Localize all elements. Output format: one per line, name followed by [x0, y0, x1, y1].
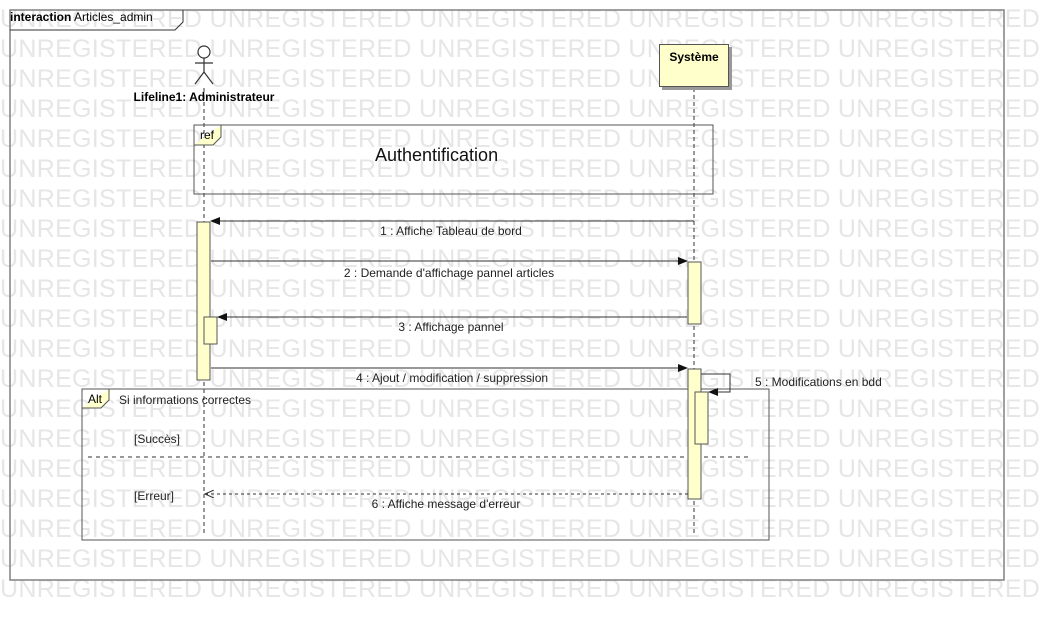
message-5-label: 5 : Modifications en bdd: [755, 375, 882, 389]
ref-title: Authentification: [375, 145, 499, 165]
watermark-row: UNREGISTERED UNREGISTERED UNREGISTERED U…: [0, 485, 1045, 513]
watermark-row: UNREGISTERED UNREGISTERED UNREGISTERED U…: [0, 35, 1045, 63]
watermark-row: UNREGISTERED UNREGISTERED UNREGISTERED U…: [0, 335, 1045, 363]
admin-lifeline-label: Lifeline1: Administrateur: [133, 90, 275, 104]
watermark-row: UNREGISTERED UNREGISTERED UNREGISTERED U…: [0, 425, 1045, 453]
actor-icon: [194, 45, 214, 85]
system-activation-1: [687, 261, 702, 325]
guard-success: [Succès]: [134, 432, 181, 446]
watermark-row: UNREGISTERED UNREGISTERED UNREGISTERED U…: [0, 125, 1045, 153]
admin-activation: [196, 221, 211, 381]
watermark-row: UNREGISTERED UNREGISTERED UNREGISTERED U…: [0, 275, 1045, 303]
message-1-label: 1 : Affiche Tableau de bord: [380, 224, 522, 238]
watermark-row: UNREGISTERED UNREGISTERED UNREGISTERED U…: [0, 545, 1045, 573]
frame-name: Articles_admin: [74, 10, 153, 24]
frame-title: interaction Articles_admin: [10, 10, 153, 24]
system-lifeline-label: Système: [669, 50, 719, 64]
alt-tag-label: Alt: [88, 392, 103, 406]
watermark-row: UNREGISTERED UNREGISTERED UNREGISTERED U…: [0, 215, 1045, 243]
watermark-row: UNREGISTERED UNREGISTERED UNREGISTERED U…: [0, 185, 1045, 213]
watermark-row: UNREGISTERED UNREGISTERED UNREGISTERED U…: [0, 455, 1045, 483]
interaction-frame: [9, 9, 1005, 581]
watermark-row: UNREGISTERED UNREGISTERED UNREGISTERED U…: [0, 515, 1045, 543]
watermark-row: UNREGISTERED UNREGISTERED UNREGISTERED U…: [0, 65, 1045, 93]
ref-fragment: [193, 124, 714, 195]
alt-fragment: [81, 388, 770, 541]
watermark-row: UNREGISTERED UNREGISTERED UNREGISTERED U…: [0, 245, 1045, 273]
ref-tag-label: ref: [200, 128, 215, 142]
watermark-row: UNREGISTERED UNREGISTERED UNREGISTERED U…: [0, 155, 1045, 183]
watermark-row: UNREGISTERED UNREGISTERED UNREGISTERED U…: [0, 395, 1045, 423]
watermark-row: UNREGISTERED UNREGISTERED UNREGISTERED U…: [0, 365, 1045, 393]
guard-error: [Erreur]: [134, 489, 175, 503]
message-3-label: 3 : Affichage pannel: [398, 320, 504, 334]
admin-nested-activation: [203, 316, 218, 345]
watermark-row: UNREGISTERED UNREGISTERED UNREGISTERED U…: [0, 95, 1045, 123]
alt-tab: [82, 389, 110, 409]
ref-tab: [194, 125, 222, 146]
message-4-label: 4 : Ajout / modification / suppression: [355, 371, 549, 385]
message-2-label: 2 : Demande d'affichage pannel articles: [343, 266, 555, 280]
alt-condition: Si informations correctes: [119, 393, 252, 407]
frame-keyword: interaction: [10, 10, 72, 24]
message-5-self-arrow: [701, 373, 731, 396]
watermark-row: UNREGISTERED UNREGISTERED UNREGISTERED U…: [0, 305, 1045, 333]
interaction-frame-tab: [10, 10, 184, 31]
system-lifeline-head: Système: [659, 44, 729, 87]
system-nested-activation: [694, 391, 709, 445]
message-6-label: 6 : Affiche message d'erreur: [371, 497, 521, 511]
